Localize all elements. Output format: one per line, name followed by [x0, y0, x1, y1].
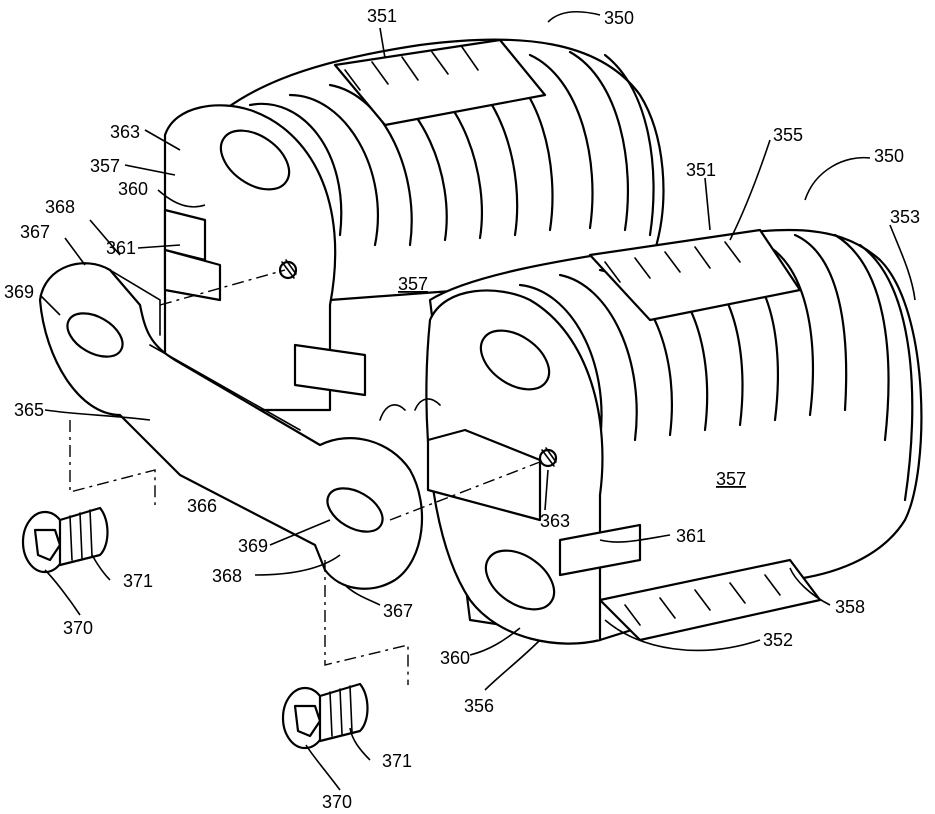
front-cage — [380, 230, 921, 644]
label-367-left: 367 — [20, 222, 50, 242]
label-365: 365 — [14, 400, 44, 420]
label-351-rear: 351 — [367, 6, 397, 26]
label-360-rear: 360 — [118, 179, 148, 199]
label-355: 355 — [773, 125, 803, 145]
label-350-front: 350 — [874, 146, 904, 166]
label-368-left: 368 — [45, 197, 75, 217]
label-371-lower: 371 — [382, 751, 412, 771]
label-360-front: 360 — [440, 648, 470, 668]
label-370-upper: 370 — [63, 618, 93, 638]
label-370-lower: 370 — [322, 792, 352, 812]
label-363-rear: 363 — [110, 122, 140, 142]
label-350-rear: 350 — [604, 8, 634, 28]
label-356: 356 — [464, 696, 494, 716]
label-353: 353 — [890, 207, 920, 227]
label-361-rear: 361 — [106, 238, 136, 258]
label-369-right: 369 — [238, 536, 268, 556]
label-363-front: 363 — [540, 511, 570, 531]
label-351-front: 351 — [686, 160, 716, 180]
screw-upper — [23, 508, 108, 572]
label-366: 366 — [187, 496, 217, 516]
label-367-right: 367 — [383, 601, 413, 621]
label-357-front-face: 357 — [716, 469, 746, 489]
label-369-left: 369 — [4, 282, 34, 302]
label-358: 358 — [835, 597, 865, 617]
label-357-rear: 357 — [90, 156, 120, 176]
screw-lower — [283, 684, 368, 748]
label-357-rear-face: 357 — [398, 274, 428, 294]
label-371-upper: 371 — [123, 571, 153, 591]
label-352: 352 — [763, 630, 793, 650]
label-361-front: 361 — [676, 526, 706, 546]
label-368-right: 368 — [212, 566, 242, 586]
